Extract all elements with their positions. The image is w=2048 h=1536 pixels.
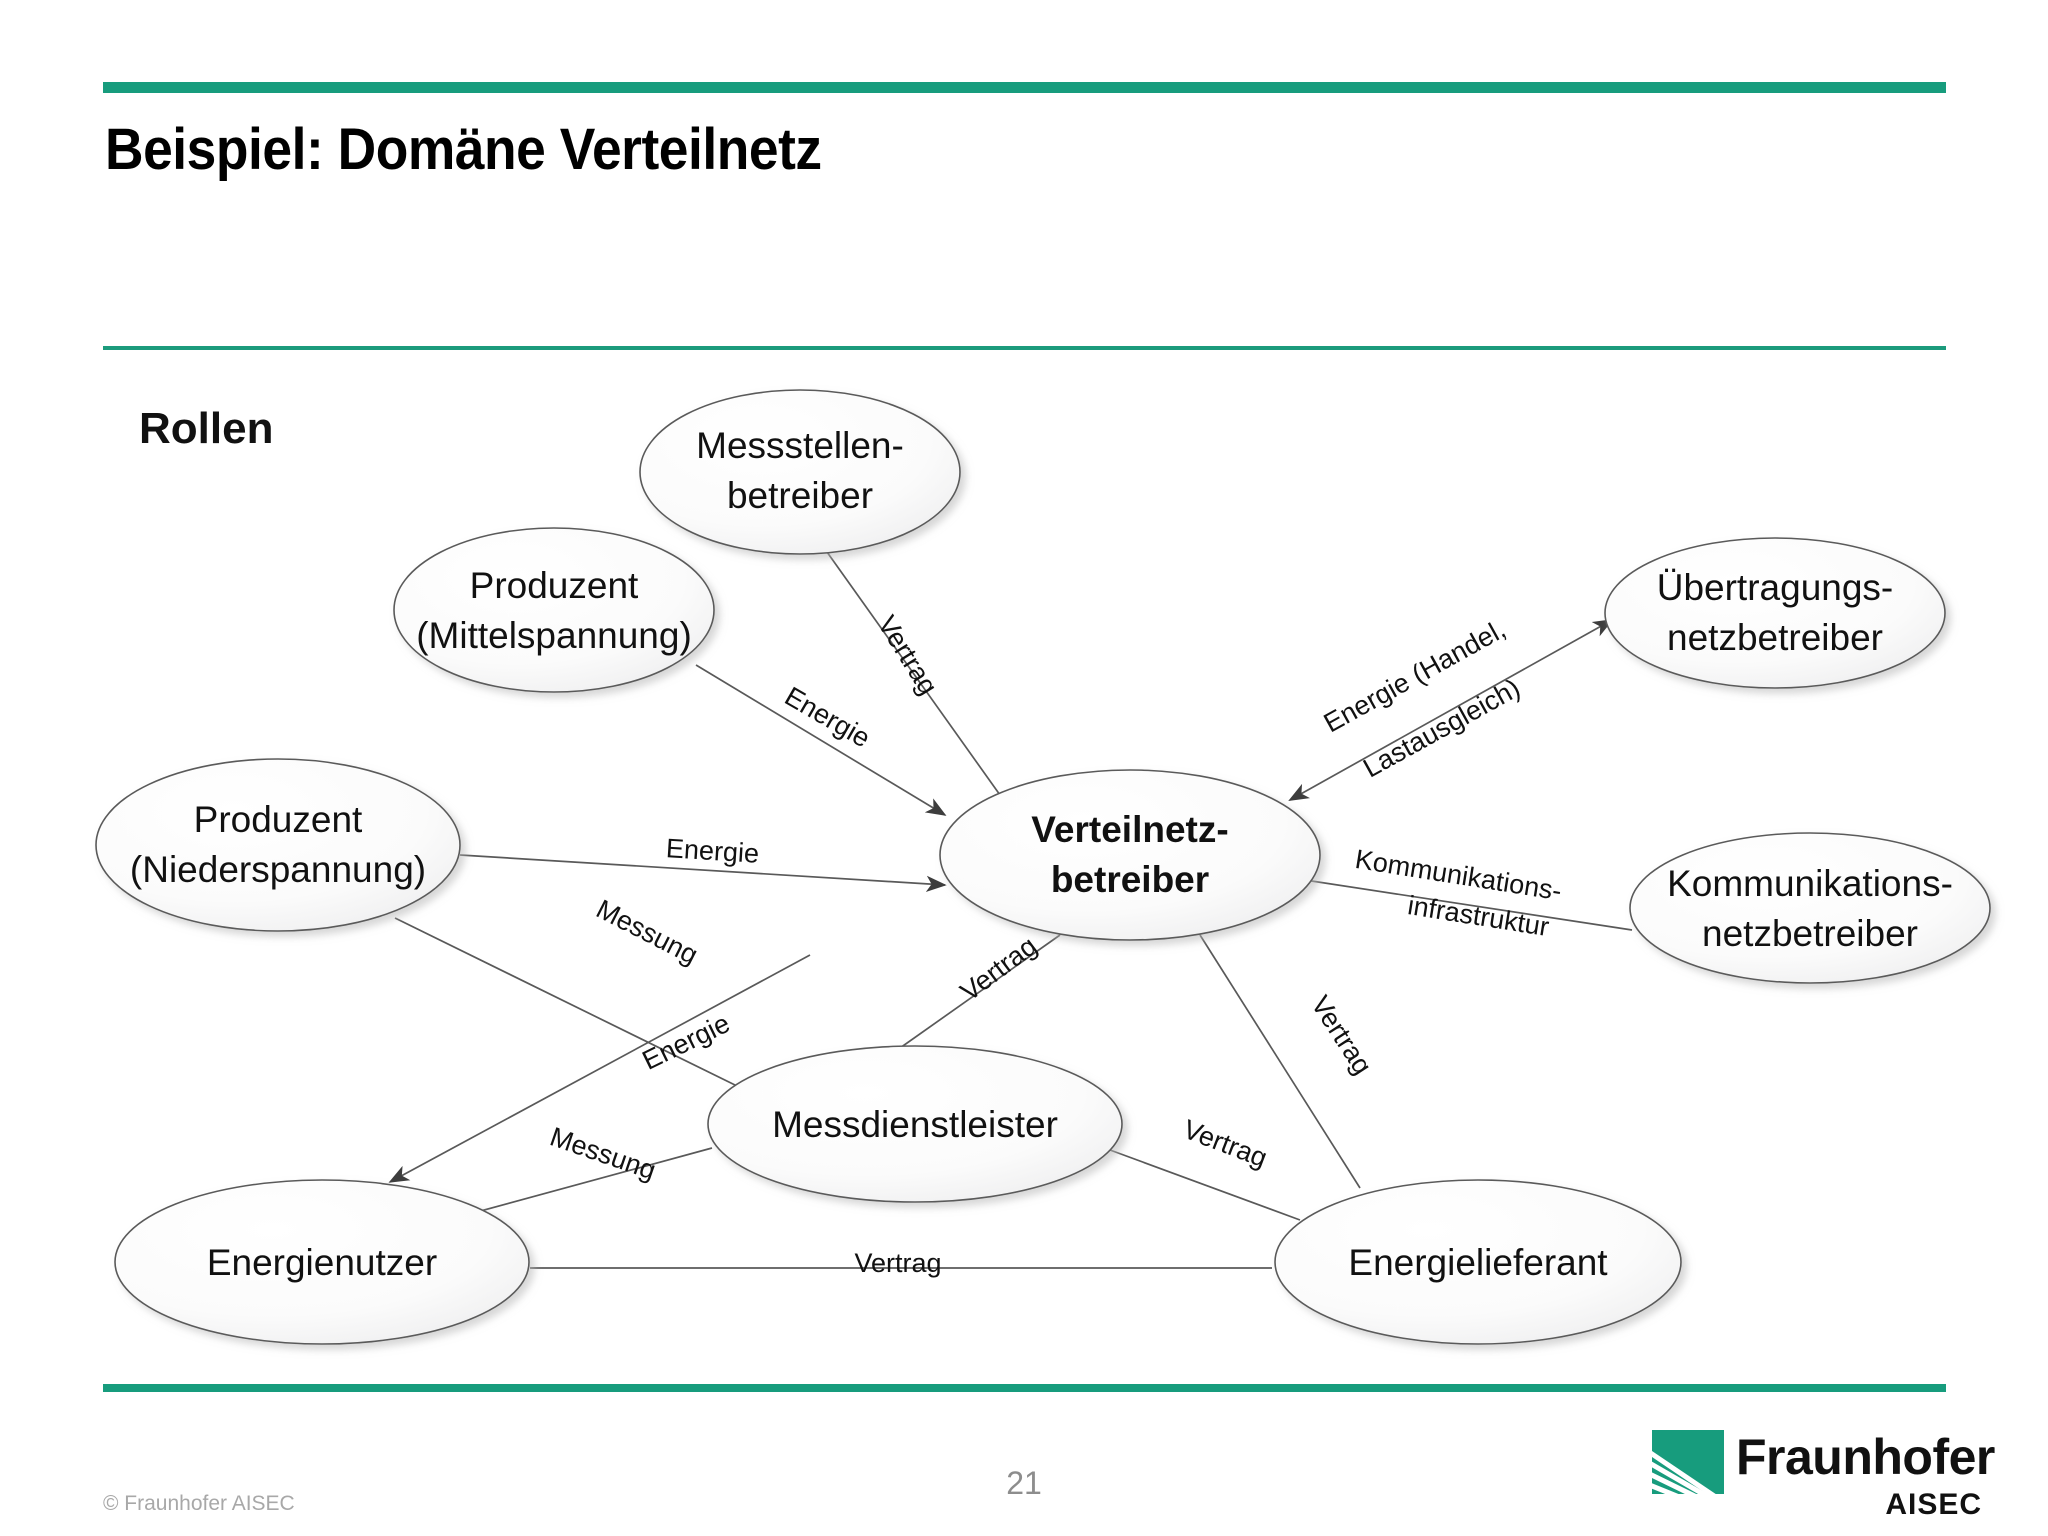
node-label-messstellenbetreiber-line1: Messstellen- bbox=[696, 425, 904, 466]
node-label-kommunikationsnetzbetreiber-line2: netzbetreiber bbox=[1702, 913, 1918, 954]
edge-messdienstleister-energielieferant bbox=[1109, 1149, 1301, 1221]
edge-label-vertrag-messdienstleister: Vertrag bbox=[955, 931, 1043, 1007]
node-label-kommunikationsnetzbetreiber-line1: Kommunikations- bbox=[1667, 863, 1953, 904]
footer-accent-bar bbox=[103, 1384, 1946, 1392]
node-label-uebertragungsnetzbetreiber-line2: netzbetreiber bbox=[1667, 617, 1883, 658]
edge-messstellenbetreiber-verteilnetzbetreiber bbox=[826, 551, 1001, 796]
edge-label-messung-produzent: Messung bbox=[591, 894, 702, 970]
node-verteilnetzbetreiber[interactable]: Verteilnetz- betreiber bbox=[939, 769, 1321, 941]
edge-produzent-niederspannung-verteilnetzbetreiber bbox=[459, 854, 947, 892]
edge-label-messung-energienutzer: Messung bbox=[546, 1121, 659, 1185]
node-messstellenbetreiber[interactable]: Messstellen- betreiber bbox=[639, 389, 961, 555]
node-label-messstellenbetreiber-line2: betreiber bbox=[727, 475, 873, 516]
fraunhofer-wordmark: Fraunhofer bbox=[1736, 1429, 1995, 1485]
node-label-verteilnetzbetreiber-line2: betreiber bbox=[1051, 859, 1209, 900]
fraunhofer-institute-label: AISEC bbox=[1885, 1488, 1982, 1521]
node-shape-messdienstleister[interactable] bbox=[707, 1045, 1123, 1203]
node-shape-produzent-niederspannung[interactable] bbox=[95, 758, 461, 932]
node-shape-energielieferant[interactable] bbox=[1274, 1179, 1682, 1345]
edge-messdienstleister-verteilnetzbetreiber bbox=[899, 934, 1061, 1049]
edge-label-vertrag-messstellen: Vertrag bbox=[872, 610, 944, 700]
node-shape-produzent-mittelspannung[interactable] bbox=[393, 527, 715, 693]
page-number: 21 bbox=[1006, 1465, 1042, 1501]
node-energienutzer[interactable]: Energienutzer bbox=[114, 1179, 530, 1345]
node-label-produzent-niederspannung-line1: Produzent bbox=[194, 799, 363, 840]
edge-label-energie-mittelspannung: Energie bbox=[780, 681, 876, 754]
edge-messdienstleister-energienutzer bbox=[439, 1147, 713, 1223]
node-produzent-niederspannung[interactable]: Produzent (Niederspannung) bbox=[95, 758, 461, 932]
header-accent-bar bbox=[103, 82, 1946, 93]
edge-label-vertrag-messdienst-lieferant: Vertrag bbox=[1179, 1114, 1271, 1173]
node-shape-messstellenbetreiber[interactable] bbox=[639, 389, 961, 555]
edge-label-energie-energienutzer: Energie bbox=[638, 1008, 735, 1076]
edge-label-vertrag-nutzer-lieferant: Vertrag bbox=[854, 1248, 941, 1278]
node-label-messdienstleister: Messdienstleister bbox=[772, 1104, 1058, 1145]
node-label-produzent-niederspannung-line2: (Niederspannung) bbox=[130, 849, 426, 890]
node-energielieferant[interactable]: Energielieferant bbox=[1274, 1179, 1682, 1345]
node-messdienstleister[interactable]: Messdienstleister bbox=[707, 1045, 1123, 1203]
edge-produzent-mittelspannung-verteilnetzbetreiber bbox=[695, 664, 947, 816]
node-label-produzent-mittelspannung-line2: (Mittelspannung) bbox=[416, 615, 692, 656]
node-shape-kommunikationsnetzbetreiber[interactable] bbox=[1629, 832, 1991, 984]
node-shape-energienutzer[interactable] bbox=[114, 1179, 530, 1345]
node-label-produzent-mittelspannung-line1: Produzent bbox=[470, 565, 639, 606]
node-uebertragungsnetzbetreiber[interactable]: Übertragungs- netzbetreiber bbox=[1604, 537, 1946, 689]
page-title: Beispiel: Domäne Verteilnetz bbox=[105, 117, 822, 182]
node-shape-uebertragungsnetzbetreiber[interactable] bbox=[1604, 537, 1946, 689]
node-shape-verteilnetzbetreiber[interactable] bbox=[939, 769, 1321, 941]
node-label-uebertragungsnetzbetreiber-line1: Übertragungs- bbox=[1657, 567, 1894, 608]
edge-label-energie-niederspannung: Energie bbox=[665, 833, 760, 869]
edge-label-vertrag-energielieferant: Vertrag bbox=[1305, 990, 1378, 1079]
copyright-text: © Fraunhofer AISEC bbox=[103, 1492, 295, 1515]
fraunhofer-logo: Fraunhofer AISEC bbox=[1652, 1429, 1995, 1522]
node-label-energienutzer: Energienutzer bbox=[207, 1242, 437, 1283]
edge-messdienstleister-produzent-niederspannung bbox=[394, 917, 736, 1086]
edge-kommunikationsnetzbetreiber-verteilnetzbetreiber bbox=[1304, 879, 1633, 931]
edge-produzent-niederspannung-energienutzer bbox=[388, 954, 811, 1183]
node-label-energielieferant: Energielieferant bbox=[1348, 1242, 1608, 1283]
node-kommunikationsnetzbetreiber[interactable]: Kommunikations- netzbetreiber bbox=[1629, 832, 1991, 984]
edge-uebertragungsnetzbetreiber-verteilnetzbetreiber bbox=[1288, 619, 1614, 801]
diagram-nodes: Messstellen- betreiber Übertragungs- net… bbox=[95, 389, 1991, 1345]
header-divider-line bbox=[103, 346, 1946, 350]
edge-energielieferant-verteilnetzbetreiber bbox=[1199, 934, 1361, 1189]
fraunhofer-logo-mark-icon bbox=[1652, 1430, 1724, 1494]
section-label-rollen: Rollen bbox=[139, 404, 274, 453]
node-label-verteilnetzbetreiber-line1: Verteilnetz- bbox=[1031, 809, 1228, 850]
node-produzent-mittelspannung[interactable]: Produzent (Mittelspannung) bbox=[393, 527, 715, 693]
